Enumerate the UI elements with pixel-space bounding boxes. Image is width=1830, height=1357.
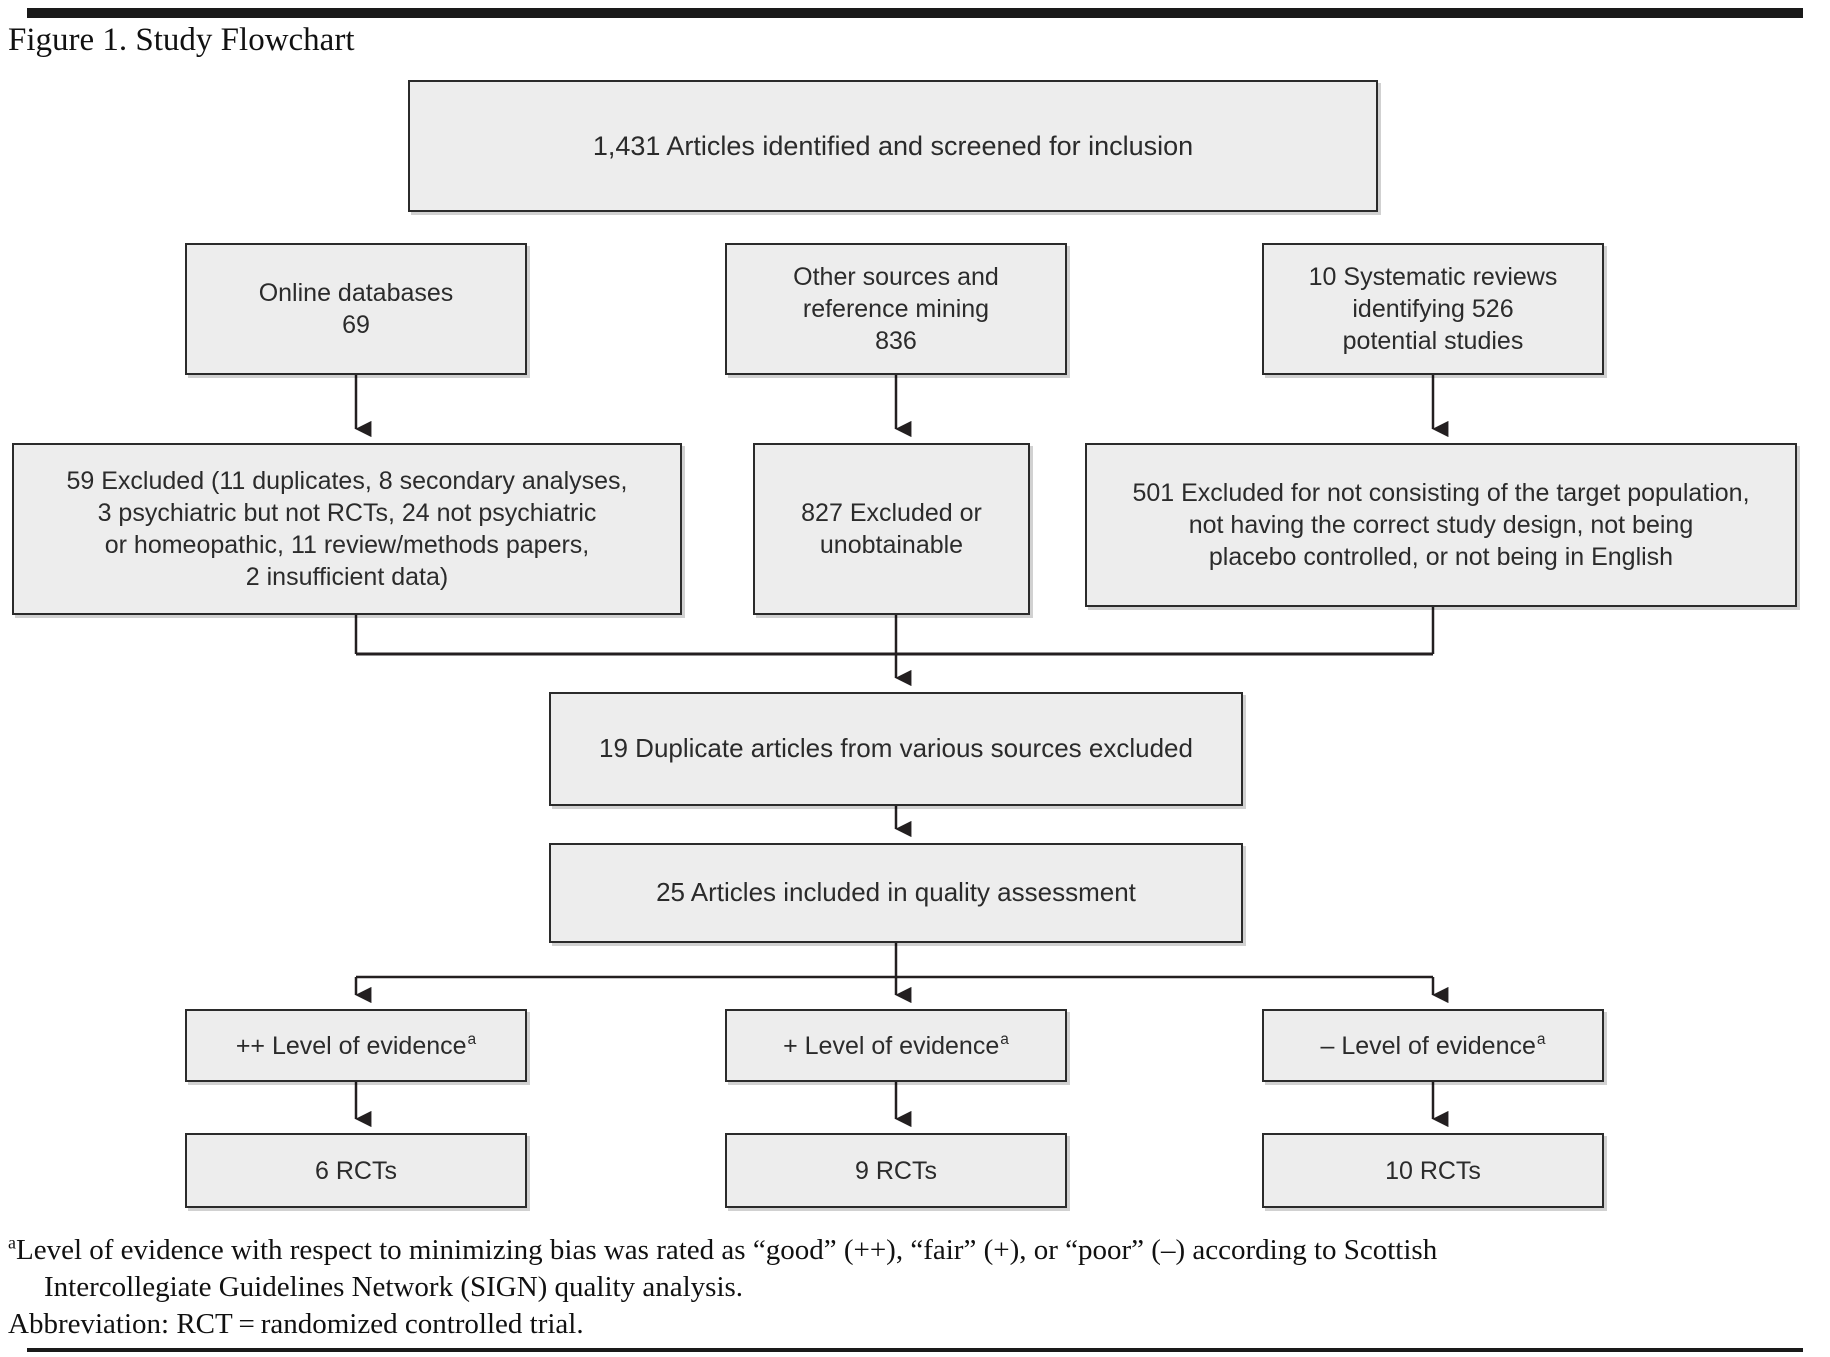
box-quality-assessment: 25 Articles included in quality assessme… — [549, 843, 1243, 943]
box-rcts-poor: 10 RCTs — [1262, 1133, 1604, 1208]
box-systematic-reviews: 10 Systematic reviews identifying 526 po… — [1262, 243, 1604, 375]
box-evidence-good-label: ++ Level of evidencea — [235, 1031, 477, 1060]
box-other-sources-label: Other sources and reference mining 836 — [793, 263, 999, 355]
box-online-databases-label: Online databases 69 — [258, 279, 454, 339]
box-excluded-online-label: 59 Excluded (11 duplicates, 8 secondary … — [66, 467, 628, 591]
box-rcts-fair: 9 RCTs — [725, 1133, 1067, 1208]
top-rule — [27, 8, 1803, 18]
footnote-abbreviation: Abbreviation: RCT = randomized controlle… — [8, 1308, 584, 1340]
box-rcts-good-label: 6 RCTs — [315, 1156, 397, 1185]
box-evidence-poor: – Level of evidencea — [1262, 1009, 1604, 1082]
box-evidence-fair-label: + Level of evidencea — [783, 1031, 1009, 1060]
box-excluded-reviews-label: 501 Excluded for not consisting of the t… — [1132, 479, 1750, 571]
box-evidence-good: ++ Level of evidencea — [185, 1009, 527, 1082]
box-duplicates-excluded-label: 19 Duplicate articles from various sourc… — [599, 733, 1193, 764]
footnote-marker-a: a — [1536, 1031, 1546, 1049]
box-excluded-reviews: 501 Excluded for not consisting of the t… — [1085, 443, 1797, 607]
box-rcts-poor-label: 10 RCTs — [1385, 1156, 1481, 1185]
footnote-evidence-rating-cont: Intercollegiate Guidelines Network (SIGN… — [44, 1271, 744, 1303]
box-evidence-poor-label: – Level of evidencea — [1320, 1031, 1546, 1060]
box-rcts-good: 6 RCTs — [185, 1133, 527, 1208]
box-systematic-reviews-label: 10 Systematic reviews identifying 526 po… — [1308, 263, 1558, 355]
footnote-evidence-rating: aLevel of evidence with respect to minim… — [8, 1232, 1438, 1266]
box-duplicates-excluded: 19 Duplicate articles from various sourc… — [549, 692, 1243, 806]
footnote-marker-a: a — [467, 1031, 477, 1049]
box-excluded-other-label: 827 Excluded or unobtainable — [801, 499, 982, 559]
figure-footnotes: aLevel of evidence with respect to minim… — [8, 1232, 1798, 1343]
box-articles-identified-label: 1,431 Articles identified and screened f… — [592, 130, 1194, 161]
box-rcts-fair-label: 9 RCTs — [855, 1156, 937, 1185]
footnote-marker-a: a — [1000, 1031, 1009, 1049]
figure-title: Figure 1. Study Flowchart — [8, 22, 355, 58]
box-excluded-online: 59 Excluded (11 duplicates, 8 secondary … — [12, 443, 682, 615]
box-other-sources: Other sources and reference mining 836 — [725, 243, 1067, 375]
footnote-marker-a: a — [8, 1232, 16, 1253]
box-online-databases: Online databases 69 — [185, 243, 527, 375]
bottom-rule — [27, 1348, 1803, 1352]
box-articles-identified: 1,431 Articles identified and screened f… — [408, 80, 1378, 212]
box-evidence-fair: + Level of evidencea — [725, 1009, 1067, 1082]
box-quality-assessment-label: 25 Articles included in quality assessme… — [656, 877, 1136, 908]
box-excluded-other: 827 Excluded or unobtainable — [753, 443, 1030, 615]
